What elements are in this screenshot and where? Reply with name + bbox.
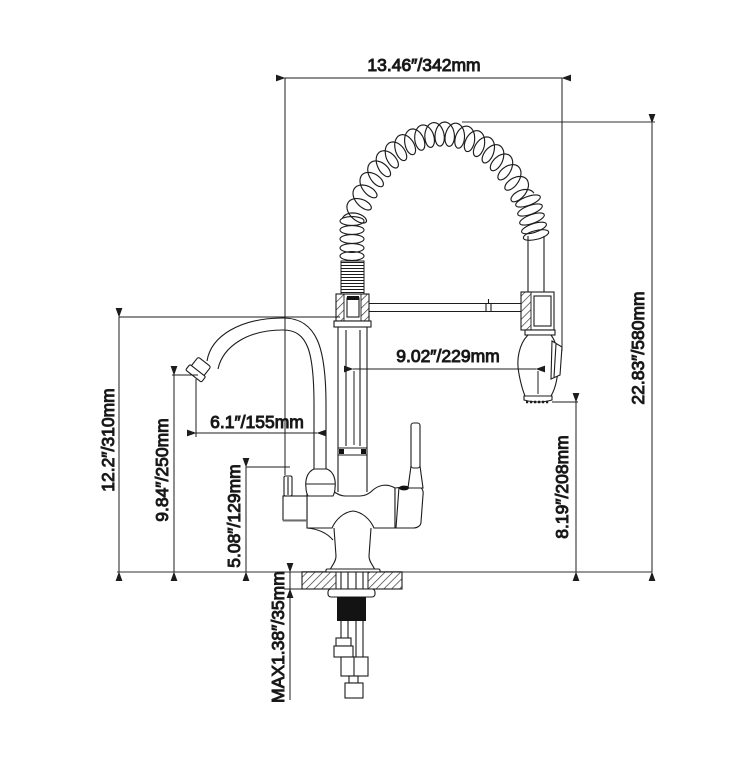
faucet-body [282,422,424,574]
spray-head-mount [520,291,556,336]
dim-head-to-deck-label: 8.19″/208mm [552,435,572,538]
dim-body-height-label: 5.08″/129mm [224,464,244,567]
dim-nozzle-height: 9.84″/250mm [152,366,198,581]
faucet-drawing [185,121,563,699]
coil-left-windings [339,216,365,261]
right-handle-cap [394,485,424,529]
base-trunk [306,527,381,574]
column [333,260,372,492]
dim-spout-reach-label: 6.1″/155mm [210,412,304,432]
countertop [301,571,403,590]
supply-fitting-left [333,637,354,658]
spout-socket [305,468,336,497]
dim-spout-reach: 6.1″/155mm [187,379,326,437]
dim-spout-height-label: 12.2″/310mm [98,388,118,491]
dimension-annotations: 13.46″/342mm 22.83″/580mm 9.02″/229mm 6.… [98,55,656,703]
spray-hose [527,236,545,292]
mounting-flange [327,588,376,598]
handle-pivot [399,485,409,491]
supply-fitting-middle-right [353,656,369,677]
dim-overall-width: 13.46″/342mm [276,55,571,475]
gooseneck-spout [206,317,327,469]
column-joint [338,447,367,456]
under-deck-hardware [327,588,376,699]
dim-nozzle-height-label: 9.84″/250mm [152,418,172,521]
spray-head-button [550,340,563,380]
dim-head-to-deck: 8.19″/208mm [552,393,580,581]
dim-overall-height-label: 22.83″/580mm [628,291,648,404]
dim-overall-height: 22.83″/580mm [628,114,656,581]
spray-head [517,291,563,404]
column-arm-mount [333,293,372,328]
coil-right-windings [515,194,550,241]
dim-arm-reach-label: 9.02″/229mm [396,346,499,366]
supply-fitting-bottom [344,675,364,699]
column-threads [340,260,365,295]
countertop-hatch-left [301,571,337,590]
dim-overall-width-label: 13.46″/342mm [367,55,480,75]
dim-spout-height: 12.2″/310mm [98,308,340,581]
spring-coil [341,121,535,224]
supply-fitting-middle-left [340,656,356,677]
dim-max-deck-thickness: MAX1.38″/35mm [268,563,302,703]
countertop-hatch-right [367,571,403,590]
left-handle [282,475,308,522]
dim-body-height: 5.08″/129mm [224,458,290,581]
dim-arm-reach: 9.02″/229mm [344,346,545,445]
mounting-nut [337,597,366,621]
dim-max-deck-thickness-label: MAX1.38″/35mm [268,571,288,703]
support-arm [369,299,521,313]
left-handle-box [282,495,308,521]
right-handle [407,422,424,489]
supply-tubes [340,621,364,657]
spout-nozzle [185,357,211,383]
arm-joint [485,299,492,312]
